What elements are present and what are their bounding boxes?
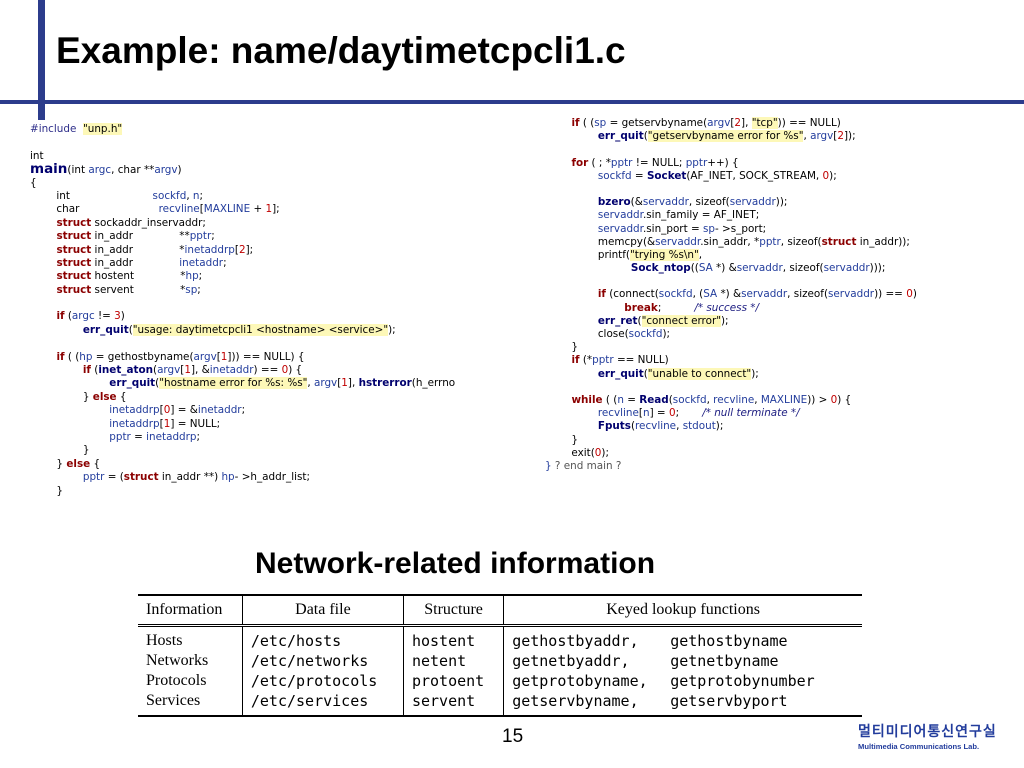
cell-functions: gethostbyaddr, gethostbyname [503, 624, 862, 651]
code-line: struct hostent *hp; [56, 270, 203, 283]
code-line: struct sockaddr_inservaddr; [56, 216, 206, 229]
code-line: break; /* success */ [624, 301, 759, 314]
code-line [545, 143, 1015, 156]
cell-functions: getnetbyaddr, getnetbyname [503, 651, 862, 671]
code-line: Fputs(recvline, stdout); [597, 420, 724, 433]
cell-information: Networks [146, 652, 209, 669]
code-line [545, 183, 1015, 196]
code-line: err_ret("connect error"); [597, 314, 729, 327]
cell-data-file: /etc/protocols [241, 671, 404, 691]
code-line: if ( (sp = getservbyname(argv[2], "tcp")… [571, 117, 841, 129]
code-line: } [545, 341, 579, 354]
code-line: memcpy(&servaddr.sin_addr, *pptr, sizeof… [545, 235, 910, 248]
cell-functions: getprotobyname, getprotobynumber [503, 671, 862, 691]
slide-title: Example: name/daytimetcpcli1.c [56, 30, 626, 71]
code-line: inetaddrp[0] = &inetaddr; [109, 404, 246, 417]
code-line: struct servent *sp; [56, 283, 201, 296]
lookup-function: getprotobyname, [512, 672, 648, 690]
code-line: exit(0); [545, 446, 609, 459]
code-line: inetaddrp[1] = NULL; [109, 417, 221, 430]
code-line: while ( (n = Read(sockfd, recvline, MAXL… [571, 393, 852, 406]
code-line: recvline[n] = 0; /* null terminate */ [597, 407, 800, 420]
accent-vertical-bar [38, 0, 45, 120]
code-line: #include "unp.h" [30, 123, 123, 135]
lab-logo-english: Multimedia Communications Lab. [858, 742, 980, 751]
code-line: { [30, 176, 37, 189]
code-line: sockfd = Socket(AF_INET, SOCK_STREAM, 0)… [597, 169, 837, 182]
code-line: struct in_addr *inetaddrp[2]; [56, 243, 254, 256]
table-row: Hosts /etc/hosts hostent gethostbyaddr,g… [138, 624, 862, 651]
cell-structure: netent [402, 651, 504, 671]
code-line: } [545, 433, 579, 446]
code-line: Sock_ntop((SA *) &servaddr, sizeof(serva… [630, 262, 886, 275]
code-line: struct in_addr inetaddr; [56, 256, 227, 269]
header-information: Information [138, 594, 243, 627]
code-line: err_quit("getservbyname error for %s", a… [597, 130, 856, 143]
code-line: servaddr.sin_port = sp- >s_port; [597, 222, 767, 235]
code-line: struct in_addr **pptr; [56, 230, 215, 243]
accent-horizontal-bar [0, 100, 1024, 104]
lookup-function: gethostbyaddr, [512, 632, 639, 650]
cell-structure: hostent [402, 624, 504, 651]
page-number: 15 [502, 726, 524, 747]
code-line: close(sockfd); [545, 328, 670, 340]
cell-information: Protocols [146, 672, 207, 689]
table-header-row: Information Data file Structure Keyed lo… [138, 594, 862, 627]
lookup-function: getnetbyaddr, [512, 652, 630, 670]
table-row: Protocols /etc/protocols protoent getpro… [138, 671, 862, 691]
cell-data-file: /etc/networks [241, 651, 404, 671]
table-row: Networks /etc/networks netent getnetbyad… [138, 651, 862, 671]
code-line: } [30, 444, 90, 457]
code-line: err_quit("unable to connect"); [597, 367, 759, 380]
code-line [30, 337, 546, 350]
header-structure: Structure [402, 594, 504, 627]
code-line [545, 275, 1015, 288]
code-line: if (connect(sockfd, (SA *) &servaddr, si… [597, 288, 917, 301]
cell-information: Services [138, 691, 243, 717]
network-info-table: Information Data file Structure Keyed lo… [138, 594, 862, 717]
lab-logo-korean: 멀티미디어통신연구실 [858, 724, 997, 740]
lookup-function: getnetbyname [670, 652, 779, 670]
code-line: printf("trying %s\n", [545, 248, 703, 261]
cell-structure: protoent [402, 671, 504, 691]
cell-information: Hosts [138, 624, 243, 651]
code-line: main(int argc, char **argv) [30, 161, 182, 178]
header-data-file: Data file [241, 594, 404, 627]
code-line: bzero(&servaddr, sizeof(servaddr)); [597, 196, 788, 209]
cell-data-file: /etc/hosts [241, 624, 404, 651]
code-block-right: if ( (sp = getservbyname(argv[2], "tcp")… [545, 117, 1015, 492]
code-line: char recvline[MAXLINE + 1]; [30, 203, 280, 216]
code-line: err_quit("usage: daytimetcpcli1 <hostnam… [82, 323, 396, 336]
code-line: servaddr.sin_family = AF_INET; [597, 209, 760, 222]
code-line: if ( (hp = gethostbyname(argv[1])) == NU… [56, 350, 305, 363]
code-line: pptr = (struct in_addr **) hp- >h_addr_l… [82, 471, 310, 484]
lookup-function: gethostbyname [670, 632, 788, 650]
code-line: } ? end main ? [545, 459, 622, 472]
code-line: for ( ; *pptr != NULL; pptr++) { [571, 156, 739, 169]
lookup-function: getservbyname, [512, 692, 639, 710]
code-line: pptr = inetaddrp; [109, 430, 201, 443]
code-line: } [30, 484, 64, 497]
code-line: if (*pptr == NULL) [571, 354, 669, 367]
lookup-function: getprotobynumber [670, 672, 815, 690]
section-subtitle: Network-related information [255, 547, 656, 580]
code-line [30, 297, 546, 310]
code-line: } else { [30, 457, 101, 470]
code-line: if (inet_aton(argv[1], &inetaddr) == 0) … [82, 364, 303, 377]
header-keyed-lookup: Keyed lookup functions [503, 594, 862, 627]
lab-logo: 멀티미디어통신연구실 Multimedia Communications Lab… [858, 721, 998, 751]
code-line [545, 381, 1015, 394]
cell-functions: getservbyname, getservbyport [503, 691, 862, 717]
code-line: int [30, 149, 44, 162]
code-line: } else { [30, 390, 127, 403]
cell-data-file: /etc/services [241, 691, 404, 717]
code-line: err_quit("hostname error for %s: %s", ar… [109, 377, 456, 390]
code-line: int sockfd, n; [30, 189, 204, 202]
table-row: Services /etc/services servent getservby… [138, 691, 862, 717]
code-line: if (argc != 3) [56, 310, 125, 323]
cell-structure: servent [402, 691, 504, 717]
code-line [30, 136, 546, 149]
lookup-function: getservbyport [670, 692, 788, 710]
